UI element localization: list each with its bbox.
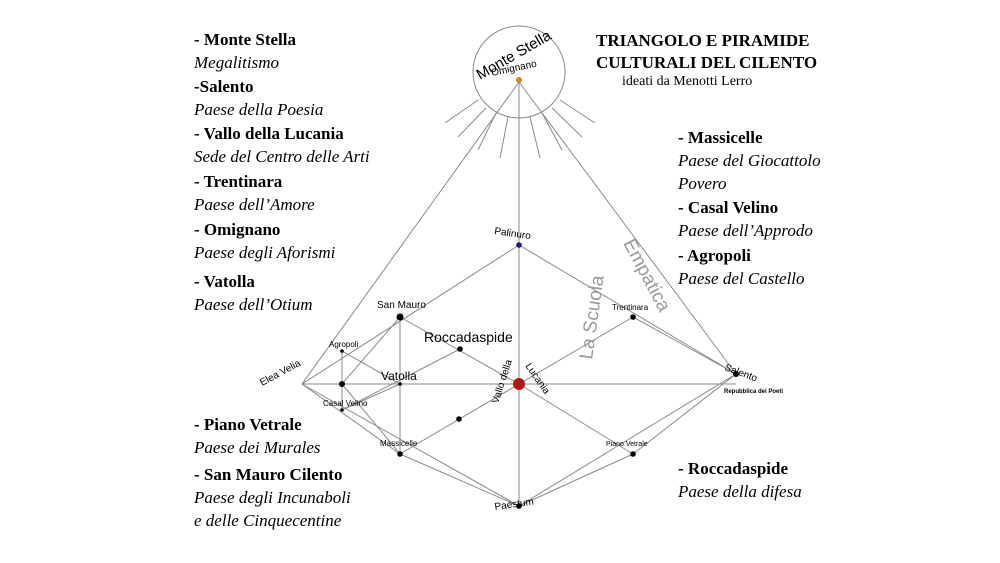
legend-item-casal-velino: - Casal Velino Paese dell’Approdo	[678, 198, 813, 240]
sun-rays	[444, 99, 596, 159]
legend-right-top: - Massicelle Paese del Giocattolo Povero…	[678, 126, 821, 290]
summit-dot	[516, 77, 522, 83]
dot-massicelle	[397, 451, 403, 457]
subtitle: ideati da Menotti Lerro	[622, 74, 753, 89]
label-vallo-della: Vallo della	[490, 358, 515, 405]
legend-item-salento: -Salento Paese della Poesia	[194, 77, 324, 119]
label-massicelle: Massicelle	[380, 439, 418, 448]
legend-item-trentinara: - Trentinara Paese dell’Amore	[194, 172, 315, 214]
dot-paestum	[516, 503, 522, 509]
dot-elea-velia-inner	[339, 381, 345, 387]
label-paestum: Paestum	[494, 497, 535, 513]
dot-palinuro	[516, 242, 522, 248]
label-elea-velia: Elea Velia	[258, 358, 303, 389]
legend-item-roccadaspide: - Roccadaspide Paese della difesa	[678, 459, 802, 501]
label-casal-velino: Casal Velino	[323, 399, 368, 408]
dot-vallo-center	[513, 378, 525, 390]
summit-label: Monte Stella	[474, 27, 555, 84]
legend-right-bottom: - Roccadaspide Paese della difesa	[678, 457, 802, 503]
label-salento: Salento	[723, 362, 759, 384]
dot-vatolla	[398, 382, 402, 386]
label-repubblica-poeti: Repubblica dei Poeti	[724, 389, 783, 395]
dot-san-mauro	[396, 313, 404, 321]
legend-left-top: - Monte Stella Megalitismo -Salento Paes…	[194, 28, 370, 316]
dot-mid-lower-left	[456, 416, 462, 422]
label-roccadaspide: Roccadaspide	[424, 329, 513, 345]
dot-agropoli	[340, 349, 344, 353]
label-san-mauro: San Mauro	[377, 300, 426, 311]
dot-salento	[733, 371, 739, 377]
legend-item-vallo: - Vallo della Lucania Sede del Centro de…	[194, 124, 370, 166]
legend-item-piano-vetrale: - Piano Vetrale Paese dei Murales	[194, 415, 321, 457]
label-piano-vetrale: Piano Vetrale	[606, 441, 648, 448]
dot-trentinara	[630, 314, 636, 320]
legend-item-agropoli: - Agropoli Paese del Castello	[678, 246, 805, 288]
label-palinuro: Palinuro	[494, 226, 532, 242]
title-line-2: CULTURALI DEL CILENTO	[596, 53, 818, 72]
label-la-scuola: La Scuola	[576, 274, 609, 361]
legend-left-bottom: - Piano Vetrale Paese dei Murales - San …	[194, 413, 351, 532]
label-agropoli: Agropoli	[329, 340, 359, 349]
legend-item-vatolla: - Vatolla Paese dell’Otium	[194, 272, 313, 314]
legend-item-monte-stella: - Monte Stella Megalitismo	[194, 30, 296, 72]
dot-casal-velino	[340, 408, 344, 412]
legend-item-san-mauro-cilento: - San Mauro Cilento Paese degli Incunabo…	[194, 465, 351, 530]
dot-roccadaspide	[457, 346, 463, 352]
legend-item-omignano: - Omignano Paese degli Aforismi	[194, 220, 336, 262]
title-line-1: TRIANGOLO E PIRAMIDE	[596, 31, 810, 50]
place-dots	[339, 77, 739, 509]
label-trentinara: Trentinara	[612, 303, 649, 312]
label-vatolla: Vatolla	[381, 369, 417, 383]
pyramid-edges	[301, 81, 737, 506]
dot-piano-vetrale	[630, 451, 636, 457]
legend-item-massicelle: - Massicelle Paese del Giocattolo Povero	[678, 128, 821, 193]
